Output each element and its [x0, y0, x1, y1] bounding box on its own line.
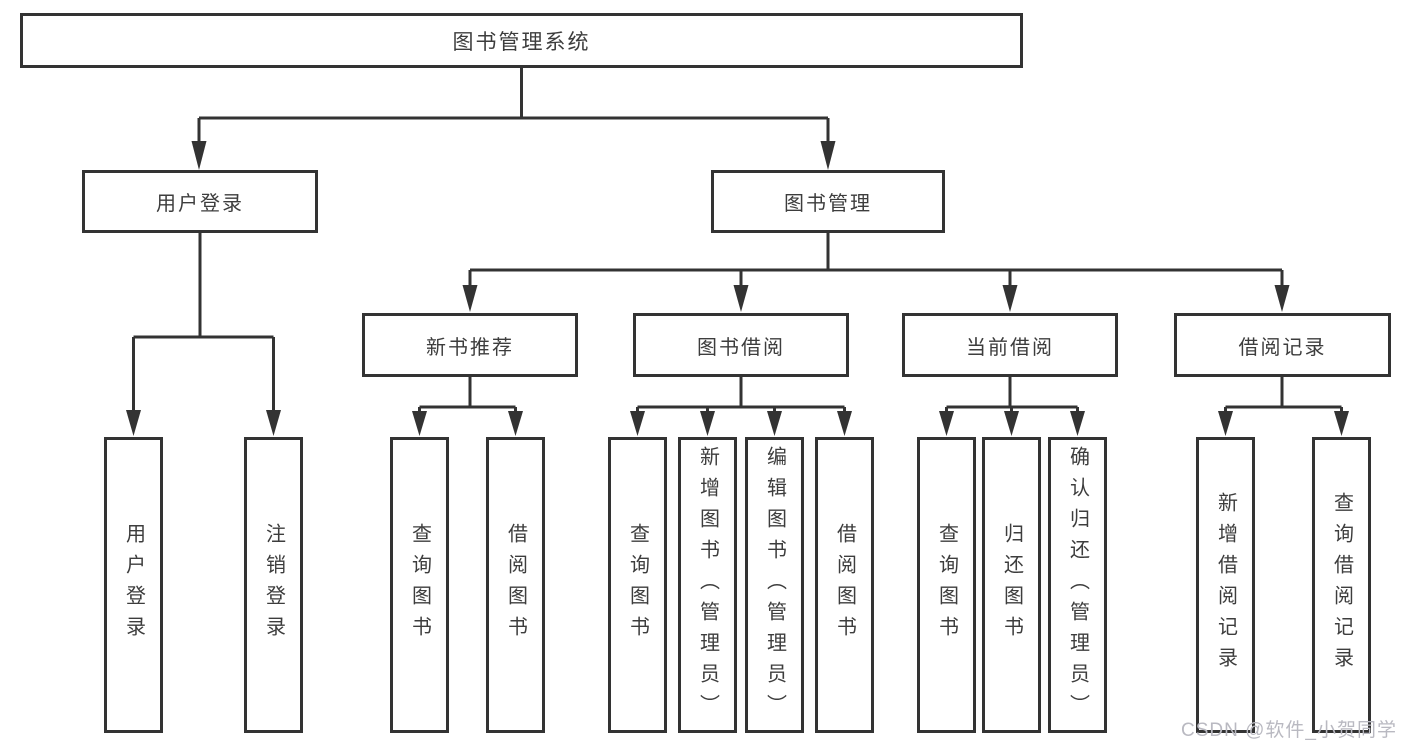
- arrow-heads: [126, 141, 1349, 436]
- leaf-add-borrow-record: 新增借阅记录: [1196, 437, 1255, 733]
- leaf-borrow-books-recommend: 借阅图书: [486, 437, 545, 733]
- leaf-label: 用户登录: [122, 523, 145, 647]
- node-user-login: 用户登录: [82, 170, 318, 233]
- leaf-label: 新增借阅记录: [1214, 492, 1237, 678]
- leaf-label: 注销登录: [262, 523, 285, 647]
- leaf-confirm-return-admin: 确认归还（管理员）: [1048, 437, 1107, 733]
- leaf-logout: 注销登录: [244, 437, 303, 733]
- leaf-query-borrow-record: 查询借阅记录: [1312, 437, 1371, 733]
- node-current-borrow: 当前借阅: [902, 313, 1118, 377]
- leaf-label: 查询图书: [408, 523, 431, 647]
- leaf-add-books-admin: 新增图书（管理员）: [678, 437, 737, 733]
- csdn-watermark: CSDN @软件_小贺同学: [1181, 720, 1397, 741]
- node-book-borrow: 图书借阅: [633, 313, 849, 377]
- node-library-system: 图书管理系统: [20, 13, 1023, 68]
- leaf-user-login: 用户登录: [104, 437, 163, 733]
- leaf-label: 查询图书: [935, 523, 958, 647]
- node-book-management: 图书管理: [711, 170, 945, 233]
- leaf-label: 编辑图书（管理员）: [763, 445, 786, 725]
- leaf-label: 查询图书: [626, 523, 649, 647]
- leaf-label: 借阅图书: [833, 523, 856, 647]
- leaf-return-books: 归还图书: [982, 437, 1041, 733]
- leaf-query-books-current: 查询图书: [917, 437, 976, 733]
- leaf-label: 确认归还（管理员）: [1066, 445, 1089, 725]
- leaf-label: 新增图书（管理员）: [696, 445, 719, 725]
- node-borrow-records: 借阅记录: [1174, 313, 1391, 377]
- leaf-label: 查询借阅记录: [1330, 492, 1353, 678]
- leaf-query-books-recommend: 查询图书: [390, 437, 449, 733]
- leaf-label: 归还图书: [1000, 523, 1023, 647]
- leaf-edit-books-admin: 编辑图书（管理员）: [745, 437, 804, 733]
- leaf-query-books-borrow: 查询图书: [608, 437, 667, 733]
- leaf-borrow-books: 借阅图书: [815, 437, 874, 733]
- node-new-book-recommend: 新书推荐: [362, 313, 578, 377]
- leaf-label: 借阅图书: [504, 523, 527, 647]
